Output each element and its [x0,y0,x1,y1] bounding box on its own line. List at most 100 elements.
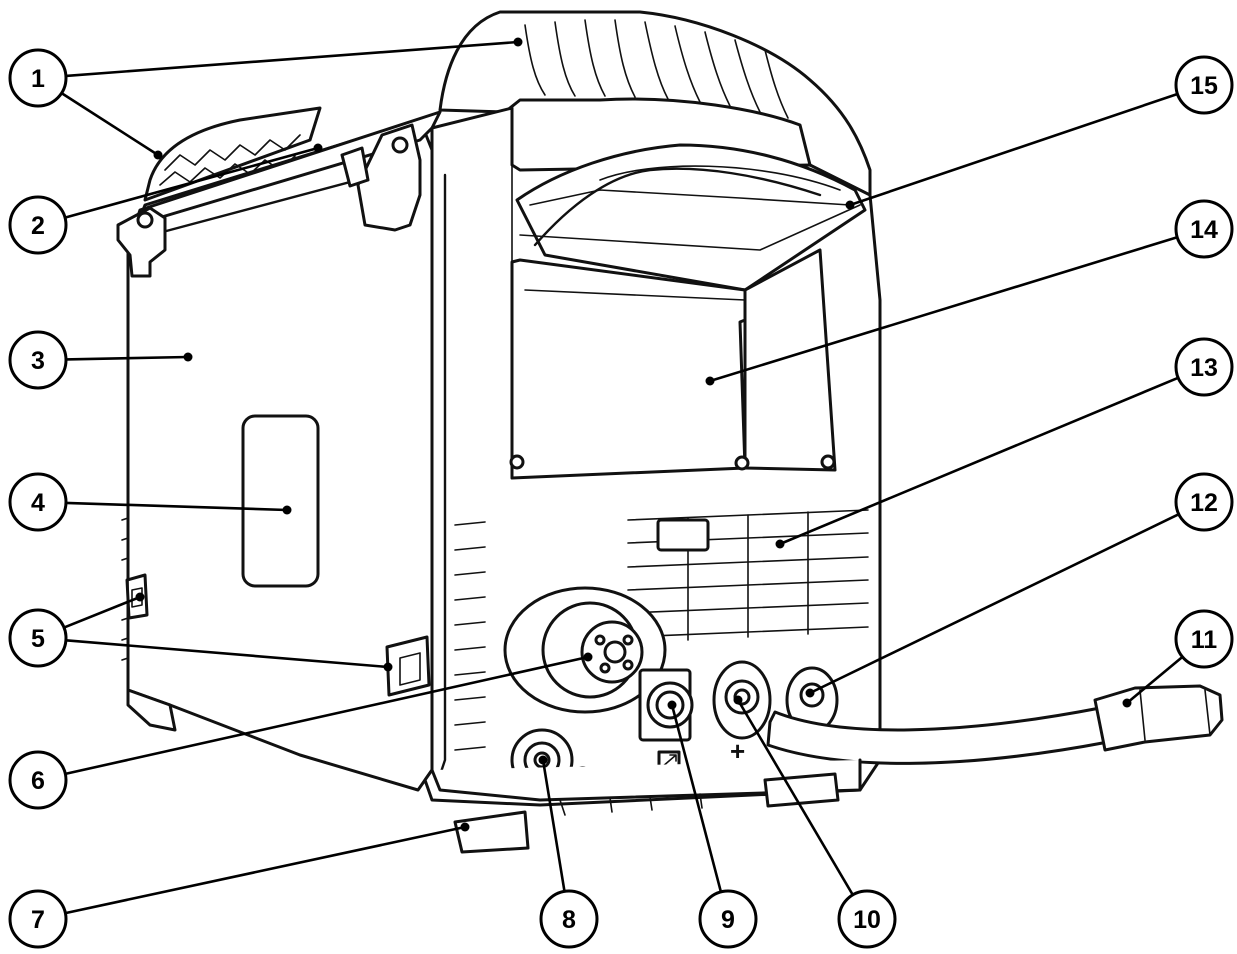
mains-cable-plug-tip [1204,689,1211,736]
leader-line-3 [65,355,189,361]
leader-line-5-2 [65,639,389,669]
leader-dot-8 [538,755,548,765]
leader-dot-15 [845,200,855,210]
leader-dot-1-1 [513,37,523,47]
side-window-shape [241,414,320,588]
callout-13: 13 [1174,337,1234,397]
callout-number: 8 [562,906,576,934]
leader-dot-11 [1122,698,1132,708]
callout-4: 4 [8,472,68,532]
leader-line-7 [65,825,466,915]
leader-dot-14 [705,376,715,386]
welder-machine: O + [116,10,1224,854]
bottom-edge [430,758,862,802]
top-vent-shape [143,106,322,202]
leader-line-2 [64,146,319,219]
callout-number: 7 [31,906,45,934]
handle-grip-ribs [524,19,789,119]
rear-panel-inner [524,289,746,301]
spool-cover-edge [599,165,841,191]
rail-bracket-left-pin [136,211,154,229]
callout-9: 9 [698,889,758,949]
rear-panel-right [743,248,837,472]
spool-cover-inner [529,189,851,206]
callout-circle [539,889,599,949]
callout-number: 10 [853,906,881,934]
callout-circle [8,608,68,668]
callout-1: 1 [8,48,68,108]
rail-bracket-left [116,206,167,278]
callout-circle [1174,55,1234,115]
ventilation-grille-shape [627,509,869,641]
callout-number: 6 [31,767,45,795]
leader-dot-5-2 [383,662,393,672]
callout-6: 6 [8,750,68,810]
callout-number: 3 [31,347,45,375]
callout-circle [8,472,68,532]
spool-cover-rim [519,204,861,251]
callout-number: 9 [721,906,735,934]
rear-panel-shape [510,258,747,480]
leader-line-15 [849,92,1178,207]
callout-7: 7 [8,889,68,949]
callout-number: 13 [1190,354,1218,382]
leader-dot-5-1 [135,592,145,602]
leader-line-13 [779,376,1179,546]
callout-number: 1 [31,65,45,93]
callout-3: 3 [8,330,68,390]
rail-bracket-mid [340,146,370,188]
callout-circle [1174,472,1234,532]
rear-panel-screws [509,454,836,471]
torch-connector-center [603,640,627,664]
frame-ribs [454,521,486,751]
leader-line-9 [670,704,723,893]
callout-circle [8,330,68,390]
callout-circle [1174,609,1234,669]
callout-5: 5 [8,608,68,668]
callout-number: 15 [1190,72,1218,100]
callout-circle [8,750,68,810]
latch-lower-shape [385,635,431,697]
leader-dot-10 [733,695,743,705]
positive-symbol: + [730,736,745,766]
callout-number: 2 [31,212,45,240]
underside-details [559,793,703,816]
leader-lines [60,37,1184,915]
grille-label-plate [656,518,710,552]
feed-cable [533,167,822,247]
leader-dot-3 [183,352,193,362]
leader-line-5-1 [63,595,141,629]
spool-cover-shape [515,143,867,292]
callout-circle [1174,337,1234,397]
callout-number: 4 [31,489,45,517]
callout-11: 11 [1174,609,1234,669]
leader-dot-6 [583,652,593,662]
leader-dot-12 [805,688,815,698]
mains-cable-plug-band [1139,689,1146,741]
callout-number: 5 [31,625,45,653]
callout-8: 8 [539,889,599,949]
callout-14: 14 [1174,199,1234,259]
callout-12: 12 [1174,472,1234,532]
leader-dot-4 [282,505,292,515]
foot-right [763,772,840,808]
leader-line-1-1 [65,40,519,78]
top-vent-pattern [159,134,301,186]
callout-circle [837,889,897,949]
leader-line-8 [541,759,566,892]
callout-circle [8,889,68,949]
leader-line-10 [736,699,854,896]
leader-dot-13 [775,539,785,549]
rail-bracket-right-pin [391,136,409,154]
callout-circle [8,195,68,255]
callout-circle [8,48,68,108]
callout-circle [698,889,758,949]
callout-10: 10 [837,889,897,949]
leader-line-1-2 [60,92,159,157]
mains-cable-plug [1093,684,1224,752]
leader-line-14 [709,235,1178,383]
callout-15: 15 [1174,55,1234,115]
